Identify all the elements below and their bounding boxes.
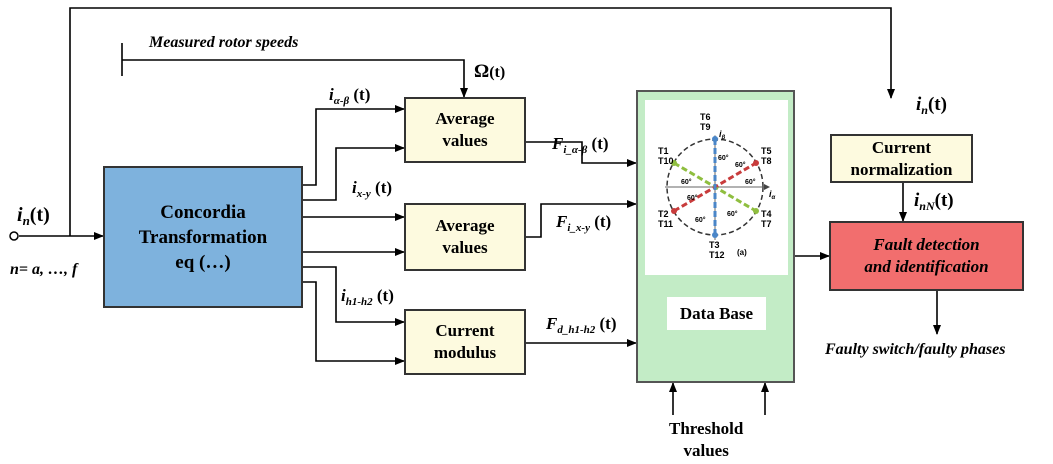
i-h1-h2-label: ih1-h2 (t) [341,286,394,308]
average-values-block-1: Average values [404,97,526,163]
i-alpha-beta-label: iα-β (t) [329,85,371,107]
label-t7: T7 [761,219,772,229]
rotor-speed-line [122,59,468,98]
current-modulus-block: Current modulus [404,309,526,375]
label-t1: T1 [658,146,669,156]
threshold-values-label: Threshold values [669,419,744,460]
label-t10: T10 [658,156,674,166]
angle-label: 60° [727,210,738,218]
f-alpha-beta-label: Fi_α-β (t) [552,134,609,156]
label-t3: T3 [709,240,720,250]
axis-alpha-label: iα [769,189,776,201]
h-line-1 [303,266,405,326]
phase-range-label: n= a, …, f [10,261,78,278]
angle-label: 60° [745,178,756,186]
angle-label: 60° [695,216,706,224]
label-t9: T9 [700,122,711,132]
in-top-label: in(t) [916,94,947,117]
fault-detection-block: Fault detection and identification [829,221,1024,291]
average-values-block-2: Average values [404,203,526,271]
f-xy-line [526,200,637,238]
label-t12: T12 [709,250,725,260]
angle-label: 60° [718,154,729,162]
database-block: iβ iα T1 T10 T6 T9 T5 T8 T4 T7 T3 T12 T2… [636,90,795,383]
concordia-block: Concordia Transformation eq (…) [103,166,303,308]
angle-label: 60° [735,161,746,169]
alpha-beta-line-1 [303,105,405,186]
inset-caption: (a) [737,248,747,257]
current-normalization-block: Current normalization [830,134,973,183]
label-t2: T2 [658,209,669,219]
label-t8: T8 [761,156,772,166]
f-ab-line [526,141,637,167]
alpha-beta-line-2 [303,144,405,201]
label-t6: T6 [700,112,711,122]
h-line-2 [303,281,405,365]
database-inset: iβ iα T1 T10 T6 T9 T5 T8 T4 T7 T3 T12 T2… [645,100,788,275]
label-t5: T5 [761,146,772,156]
feedback-line [69,7,895,236]
f-xy-label: Fi_x-y (t) [556,212,612,234]
angle-label: 60° [687,194,698,202]
faulty-output-label: Faulty switch/faulty phases [825,341,1006,358]
input-current-label: in(t) [17,204,50,228]
label-t11: T11 [658,219,673,229]
input-terminal [9,231,19,241]
inN-label: inN(t) [914,190,954,213]
axis-beta-label: iβ [719,129,726,141]
measured-rotor-speeds-label: Measured rotor speeds [149,34,299,51]
database-label: Data Base [667,297,766,330]
f-h1-h2-label: Fd_h1-h2 (t) [546,314,617,336]
label-t4: T4 [761,209,772,219]
i-xy-label: ix-y (t) [352,178,393,200]
omega-label: Ω(t) [474,61,506,82]
angle-label: 60° [681,178,692,186]
switch-vector-diagram: iβ iα T1 T10 T6 T9 T5 T8 T4 T7 T3 T12 T2… [658,112,776,260]
